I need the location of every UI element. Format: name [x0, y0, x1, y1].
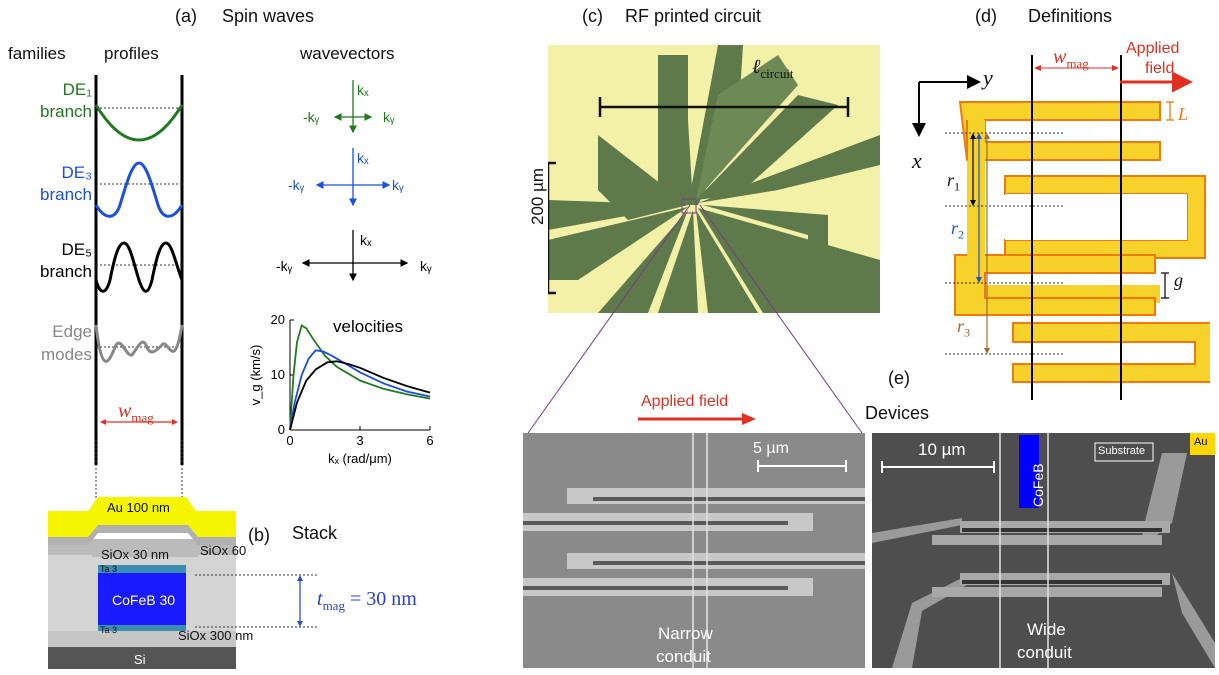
panel-e-title: Devices: [865, 403, 930, 423]
au-swatch: [1190, 433, 1215, 455]
branch-de5-name: DE₅: [61, 240, 92, 259]
ky-label-3: kᵧ: [420, 258, 432, 274]
y-axis-label: v_g (km/s): [248, 345, 263, 406]
applied-field-line1-d: Applied: [1126, 40, 1180, 57]
branch-edge-sub: modes: [40, 345, 92, 364]
kx-label-3: kₓ: [360, 232, 372, 248]
sem-narrow-conduit: [523, 433, 865, 668]
cofeb-label: CoFeB 30: [112, 592, 176, 608]
mky-label-3: -kᵧ: [276, 258, 293, 274]
velocity-series-1: [289, 349, 431, 431]
wide-conduit-line2: conduit: [1017, 643, 1072, 662]
stack-diagram: [48, 497, 236, 669]
mky-label-2: -kᵧ: [288, 177, 305, 193]
siox300-layer: [48, 631, 236, 647]
branch-de3-name: DE₃: [61, 163, 92, 182]
axis-x-label: x: [912, 148, 922, 173]
narrow-conduit-line1: Narrow: [658, 624, 713, 643]
mode-profiles-diagram: [94, 75, 184, 465]
applied-field-line2-d: field: [1145, 60, 1175, 77]
panel-b-title: Stack: [292, 523, 338, 543]
panel-a-tag: (a): [175, 6, 197, 26]
ta-bot-layer: [98, 625, 186, 631]
velocity-chart: 0 3 6 0 10 20 kₓ (rad/μm) v_g (km/s) velocities: [248, 312, 434, 466]
narrow-conduit-line2: conduit: [656, 647, 711, 666]
ky-label-1: kᵧ: [383, 109, 395, 125]
siox30-layer: [48, 539, 236, 557]
profiles-header: profiles: [104, 44, 159, 63]
chart-title: velocities: [333, 317, 403, 336]
sem-wide-scale: 10 µm: [918, 440, 966, 459]
de5-profile: [94, 241, 184, 293]
substrate-swatch: [1094, 442, 1154, 462]
x-tick-label: 6: [426, 433, 433, 448]
zoom-lines: [527, 205, 863, 434]
ta-top-label: Ta 3: [100, 564, 118, 574]
panel-e-tag: (e): [888, 368, 910, 388]
families-header: families: [8, 44, 66, 63]
branch-de3-sub: branch: [40, 185, 92, 204]
applied-field-label-c: Applied field: [641, 393, 729, 410]
circuit-length-label: ℓcircuit: [752, 56, 794, 81]
branch-edge-name: Edge: [52, 322, 92, 341]
r3-label: r3: [957, 316, 971, 340]
au-layer-label: Au 100 nm: [107, 500, 170, 515]
de3-profile: [94, 161, 184, 218]
ta-top-layer: [98, 565, 186, 573]
panel-b-tag: (b): [248, 525, 270, 545]
si-label: Si: [134, 652, 146, 667]
siox30-label: SiOx 30 nm: [101, 547, 169, 562]
cofeb-swatch: [1019, 435, 1039, 508]
applied-field-arrow-c: [638, 413, 756, 425]
panel-d-title: Definitions: [1028, 6, 1113, 26]
wavevector-diagrams: [301, 80, 409, 282]
edge-mode-profile: [94, 324, 184, 363]
au-legend: Au: [1194, 436, 1208, 448]
rf-circuit-image: [548, 45, 880, 313]
de1-profile: [94, 104, 184, 142]
sem-wide-conduit: [872, 433, 1215, 668]
ky-label-2: kᵧ: [392, 177, 404, 193]
ta-bot-label: Ta 3: [100, 625, 118, 635]
definitions-diagram: [912, 55, 1210, 400]
kx-label-1: kₓ: [357, 82, 369, 98]
r2-label: r2: [951, 218, 965, 242]
panel-c-tag: (c): [582, 6, 603, 26]
velocity-series-0: [289, 324, 431, 431]
tmag-indicator: [195, 574, 317, 628]
x-axis-label: kₓ (rad/μm): [328, 451, 392, 466]
y-tick-label: 10: [271, 367, 285, 382]
wide-conduit-line1: Wide: [1027, 620, 1066, 639]
cofeb-layer: [98, 573, 186, 625]
y-tick-label: 20: [271, 312, 285, 327]
tmag-label: tmag = 30 nm: [317, 588, 417, 613]
wavevectors-header: wavevectors: [300, 44, 395, 63]
panel-d-tag: (d): [975, 6, 997, 26]
wmag-label-d: wmag: [1053, 46, 1089, 71]
mky-label-1: -kᵧ: [303, 109, 320, 125]
velocity-series-2: [289, 360, 431, 431]
branch-de1-name: DE₁: [62, 80, 92, 99]
x-tick-label: 3: [356, 433, 363, 448]
projection-lines: [95, 440, 183, 515]
branch-de5-sub: branch: [40, 262, 92, 281]
L-label: L: [1178, 104, 1189, 124]
si-layer: [48, 647, 236, 669]
g-label: g: [1174, 270, 1183, 290]
panel-a-title: Spin waves: [222, 6, 315, 26]
au-layer: [48, 497, 236, 537]
siox-coat: [48, 525, 236, 545]
kx-label-2: kₓ: [357, 150, 369, 166]
panel-c-title: RF printed circuit: [625, 6, 762, 26]
substrate-legend: Substrate: [1098, 445, 1146, 457]
axis-y-label: y: [983, 65, 993, 90]
y-tick-label: 0: [278, 422, 285, 437]
branch-de1-sub: branch: [40, 102, 92, 121]
r1-label: r1: [947, 170, 961, 194]
sem-narrow-scale: 5 µm: [753, 440, 789, 457]
siox300-label: SiOx 300 nm: [178, 628, 254, 643]
x-tick-label: 0: [286, 433, 293, 448]
siox60-label: SiOx 60: [200, 543, 247, 558]
wmag-label-a: wmag: [118, 400, 154, 425]
